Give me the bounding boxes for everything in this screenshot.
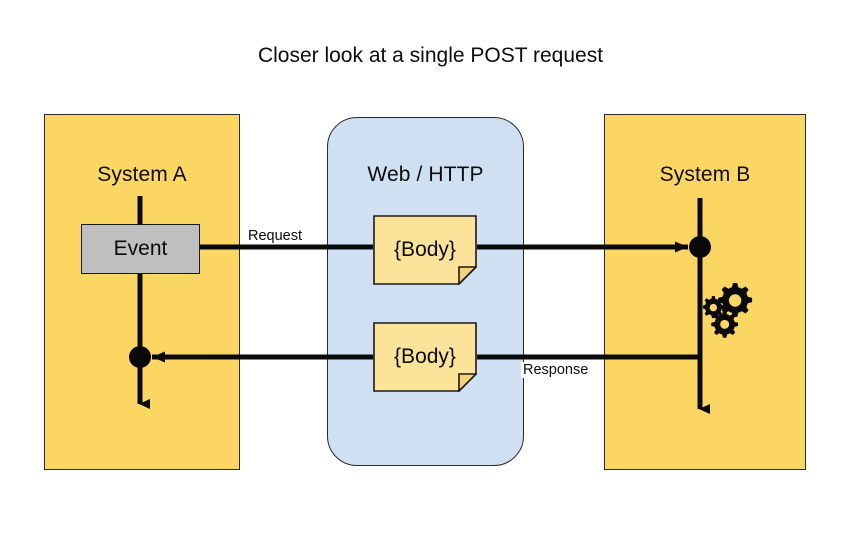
lane-system-a-label: System A <box>97 163 187 186</box>
request-body-note[interactable]: {Body} <box>373 215 477 285</box>
note-shape <box>373 322 477 392</box>
lane-web-http-label: Web / HTTP <box>367 163 484 186</box>
event-box-label: Event <box>113 237 168 260</box>
lane-system-b-label: System B <box>659 163 751 186</box>
edge-label-request: Request <box>246 228 305 244</box>
response-body-note[interactable]: {Body} <box>373 322 477 392</box>
page-title: Closer look at a single POST request <box>257 44 604 67</box>
edge-label-response: Response <box>521 362 591 378</box>
gears-icon-svg <box>703 283 753 338</box>
lane-system-a: System A <box>44 114 240 470</box>
lane-web-http: Web / HTTP <box>327 117 524 466</box>
note-shape <box>373 215 477 285</box>
gears-icon <box>703 278 759 338</box>
event-box[interactable]: Event <box>81 224 200 274</box>
